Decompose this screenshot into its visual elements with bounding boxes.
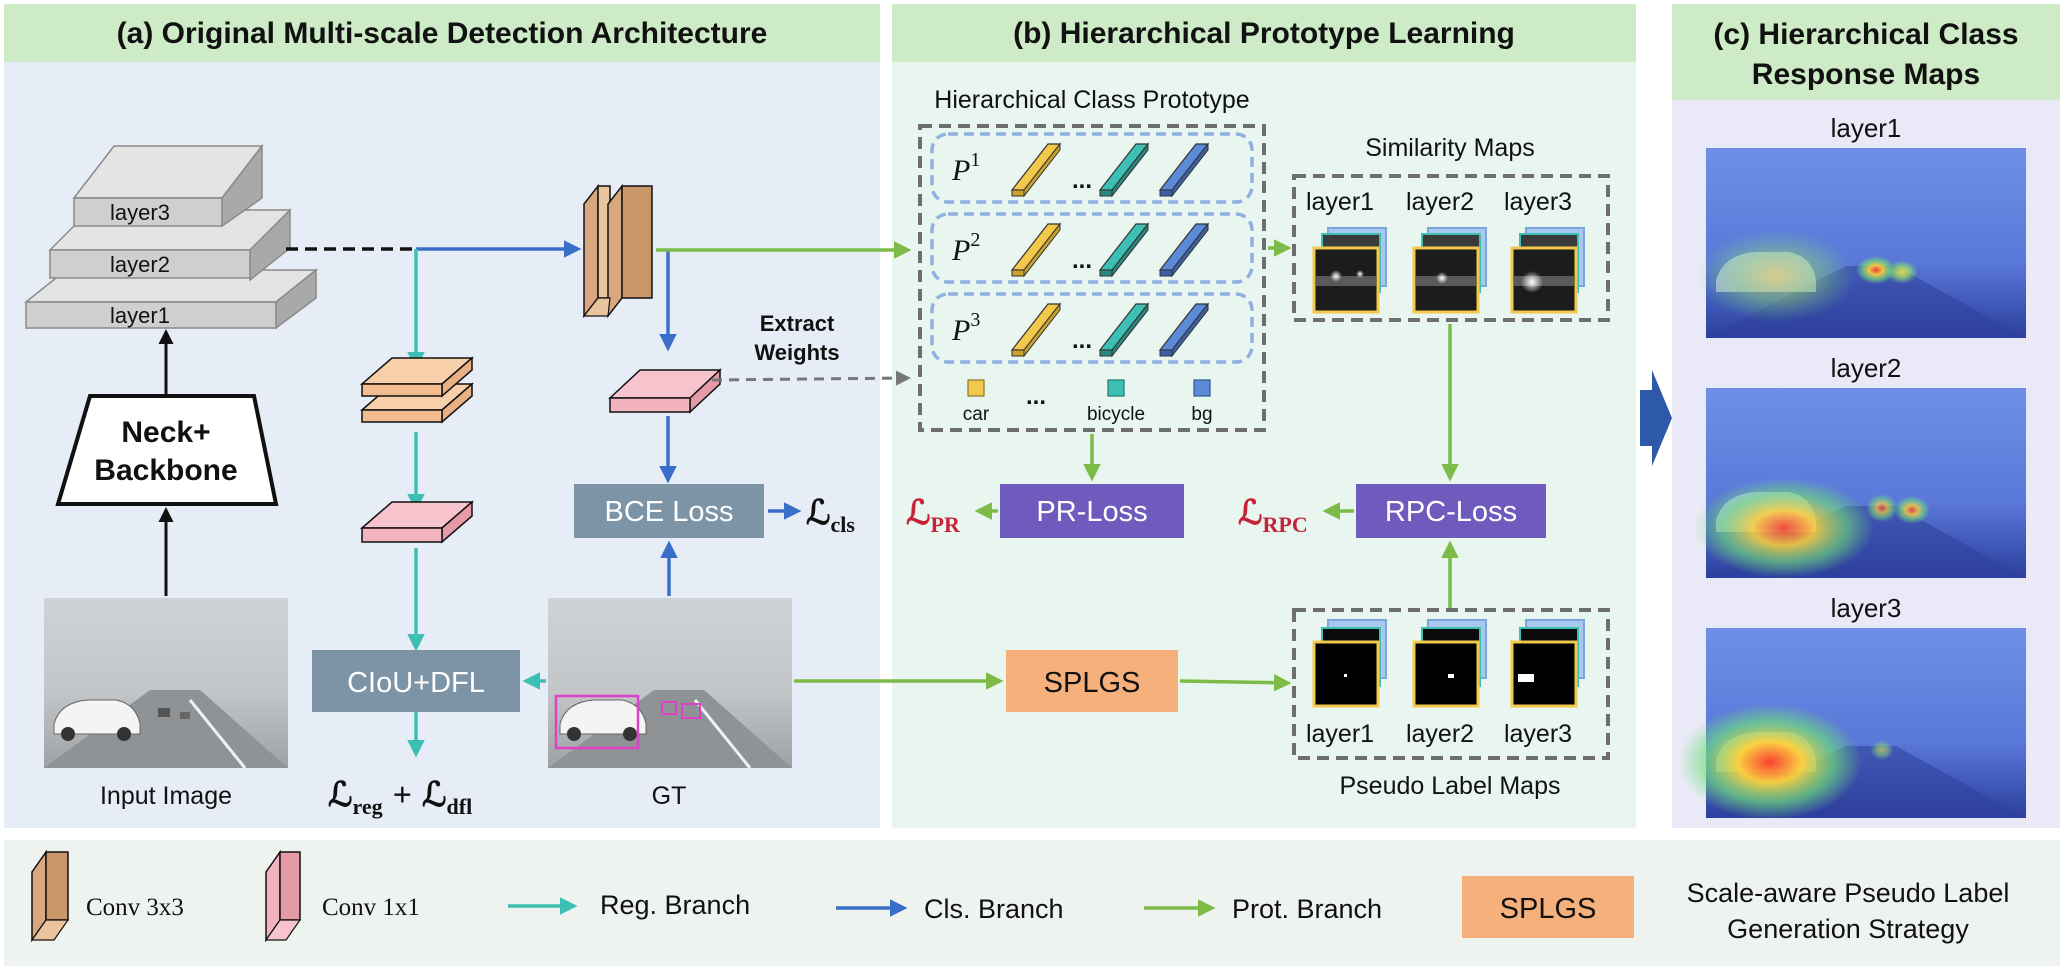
similarity-maps: layer1 layer2 layer3 <box>1306 188 1585 314</box>
layer1-label: layer1 <box>110 303 170 328</box>
prototype-symbol-3: P3 <box>951 309 980 347</box>
prototype-rows: P1... P2... P3... <box>930 132 1254 364</box>
backbone-label-line2: Backbone <box>94 454 237 487</box>
legend-conv1x1-label: Conv 1x1 <box>322 894 420 921</box>
loss-pr-symbol: ℒPR <box>906 495 961 537</box>
cls-conv1x1-slab <box>608 368 722 414</box>
rpc-loss-label: RPC-Loss <box>1385 496 1517 528</box>
reg-conv1x1-slab <box>359 500 475 544</box>
bg-swatch <box>1193 379 1211 397</box>
gt-image <box>548 598 792 769</box>
bicycle-swatch <box>1107 379 1125 397</box>
prototype-ellipsis-3: ... <box>1072 327 1092 354</box>
legend-reg-label: Reg. Branch <box>600 890 750 920</box>
class-bicycle-label: bicycle <box>1087 404 1145 425</box>
splgs-box <box>1006 650 1178 712</box>
panel-c-title-line2: Response Maps <box>1752 58 1980 91</box>
loss-cls-symbol: ℒcls <box>806 495 855 537</box>
panel-a-header <box>4 4 880 62</box>
pseudo-layer-label-2: layer2 <box>1406 720 1474 748</box>
prototype-title: Hierarchical Class Prototype <box>934 86 1249 114</box>
layer3-label: layer3 <box>110 200 170 225</box>
class-response-maps: layer1 layer2 layer3 <box>1678 113 2026 820</box>
legend-prot-label: Prot. Branch <box>1232 894 1382 924</box>
similarity-frame <box>1292 174 1610 322</box>
legend-conv1x1-icon <box>264 849 302 943</box>
pseudo-frame <box>1292 608 1610 760</box>
response-map-label-2: layer2 <box>1831 353 1902 383</box>
prototype-symbol-2: P2 <box>951 229 980 267</box>
splgs-to-pseudo-arrow <box>1179 673 1292 692</box>
pseudo-label-map-2 <box>1412 640 1480 708</box>
prototype-ellipsis-1: ... <box>1072 167 1092 194</box>
similarity-layer-label-2: layer2 <box>1406 188 1474 216</box>
car-swatch <box>967 379 985 397</box>
prototype-ellipsis-2: ... <box>1072 247 1092 274</box>
class-car-label: car <box>963 404 990 425</box>
legend-conv3x3-icon <box>30 849 70 943</box>
pr-loss-box <box>1000 484 1184 538</box>
similarity-layer-label-1: layer1 <box>1306 188 1374 216</box>
extract-weights-line2: Weights <box>754 340 839 365</box>
rpc-loss-box <box>1356 484 1546 538</box>
prototype-row-1 <box>930 132 1254 204</box>
similarity-title: Similarity Maps <box>1365 134 1534 162</box>
feature-pyramid: layer1 layer2 layer3 <box>23 143 319 330</box>
ciou-dfl-label: CIoU+DFL <box>347 667 485 699</box>
panel-a-title: (a) Original Multi-scale Detection Archi… <box>117 17 768 50</box>
prototype-symbol-1: P1 <box>951 149 980 187</box>
legend-splgs-box <box>1462 876 1634 938</box>
class-ellipsis: ... <box>1026 383 1046 410</box>
pseudo-layer-label-1: layer1 <box>1306 720 1374 748</box>
reg-conv3x3-slabs <box>359 356 475 424</box>
legend-bar <box>4 840 2060 966</box>
legend-splgs-desc-line1: Scale-aware Pseudo Label <box>1687 878 2010 908</box>
response-map-label-1: layer1 <box>1831 113 1902 143</box>
loss-rpc-symbol: ℒRPC <box>1238 495 1308 537</box>
bce-loss-label: BCE Loss <box>605 496 734 528</box>
panel-b-title: (b) Hierarchical Prototype Learning <box>1013 17 1515 50</box>
ciou-dfl-box <box>312 650 520 712</box>
conv3x3-block <box>582 183 653 319</box>
panel-c-pointer-arrow <box>1640 370 1672 466</box>
similarity-layer-label-3: layer3 <box>1504 188 1572 216</box>
bce-loss-box <box>574 484 764 538</box>
loss-reg-symbol: ℒreg+ℒdfl <box>328 777 472 819</box>
neck-backbone-block <box>55 394 279 506</box>
response-map-label-3: layer3 <box>1831 593 1902 623</box>
panel-b-header <box>892 4 1636 62</box>
input-image <box>44 598 288 769</box>
prototype-row-2 <box>930 212 1254 284</box>
prototype-row-3 <box>930 292 1254 364</box>
legend-splgs-desc-line2: Generation Strategy <box>1727 914 1969 944</box>
pr-loss-label: PR-Loss <box>1036 496 1147 528</box>
legend-cls-label: Cls. Branch <box>924 894 1064 924</box>
input-image-caption: Input Image <box>100 782 232 810</box>
layer2-label: layer2 <box>110 252 170 277</box>
legend-splgs-label: SPLGS <box>1500 893 1597 925</box>
pseudo-label-maps: layer1 layer2 layer3 <box>1306 619 1585 748</box>
class-bg-label: bg <box>1191 404 1212 425</box>
legend-conv3x3-label: Conv 3x3 <box>86 894 184 921</box>
extract-weights-line1: Extract <box>760 311 835 336</box>
splgs-label: SPLGS <box>1044 667 1141 699</box>
backbone-label-line1: Neck+ <box>121 416 210 449</box>
pseudo-title: Pseudo Label Maps <box>1340 772 1561 800</box>
panel-c-title-line1: (c) Hierarchical Class <box>1713 18 2018 51</box>
gt-caption: GT <box>652 782 687 810</box>
prototype-frame <box>918 124 1266 432</box>
pseudo-layer-label-3: layer3 <box>1504 720 1572 748</box>
panel-c-header <box>1672 4 2060 100</box>
